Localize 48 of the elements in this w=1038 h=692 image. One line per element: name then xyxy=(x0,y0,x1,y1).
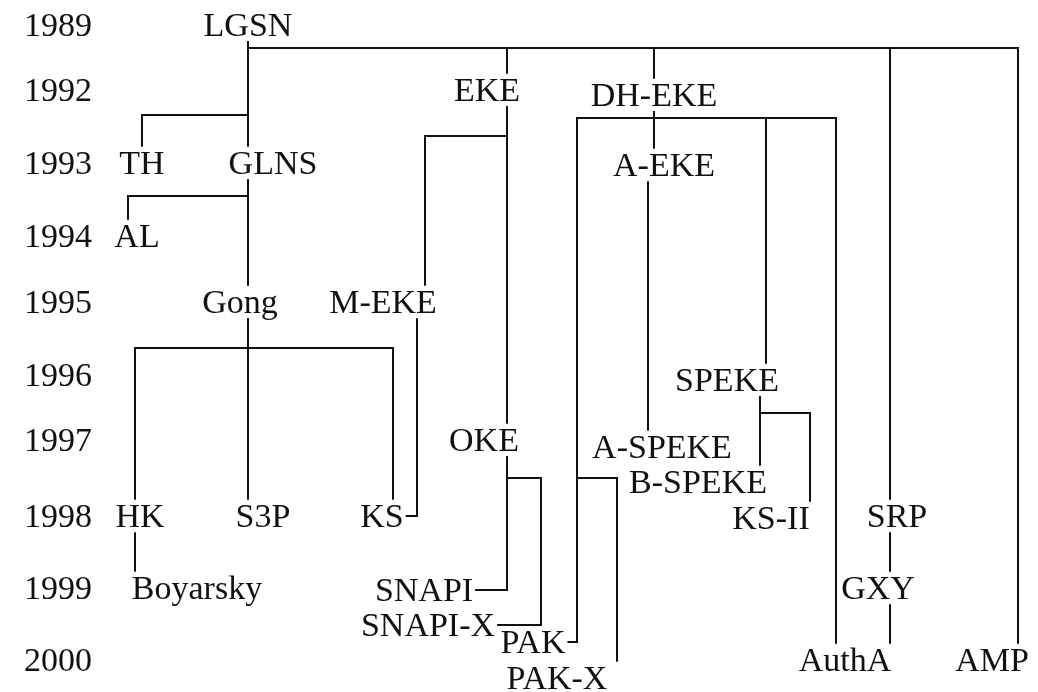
protocol-name: TH xyxy=(119,146,165,180)
lineage-line xyxy=(134,531,136,573)
protocol-name: HK xyxy=(115,499,165,533)
year-label: 1998 xyxy=(24,499,92,533)
protocol-name: Gong xyxy=(202,285,278,319)
year-label: 1999 xyxy=(24,571,92,605)
protocol-name: GLNS xyxy=(228,146,318,180)
year-label: 1996 xyxy=(24,358,92,392)
protocol-name: DH-EKE xyxy=(590,78,718,112)
lineage-line xyxy=(247,317,394,501)
protocol-name: GXY xyxy=(841,571,915,605)
lineage-line xyxy=(404,317,418,517)
lineage-line xyxy=(653,110,837,645)
year-label: 1989 xyxy=(24,8,92,42)
lineage-line xyxy=(647,180,649,432)
protocol-name: LGSN xyxy=(203,8,293,42)
protocol-name: AL xyxy=(114,219,160,253)
protocol-name: SNAPI-X xyxy=(360,608,496,642)
protocol-name: A-EKE xyxy=(613,148,715,182)
lineage-line xyxy=(247,178,249,287)
protocol-name: AuthA xyxy=(798,643,892,677)
protocol-name: OKE xyxy=(449,423,519,457)
year-label: 1995 xyxy=(24,285,92,319)
lineage-line xyxy=(506,105,508,425)
protocol-name: EKE xyxy=(453,73,521,107)
year-label: 1993 xyxy=(24,146,92,180)
protocol-name: A-SPEKE xyxy=(592,430,732,464)
protocol-name: SNAPI xyxy=(374,573,474,607)
protocol-name: M-EKE xyxy=(329,285,437,319)
lineage-line xyxy=(759,395,811,503)
lineage-line xyxy=(889,603,891,645)
protocol-name: KS xyxy=(360,499,404,533)
year-label: 1992 xyxy=(24,73,92,107)
protocol-name: SRP xyxy=(866,499,928,533)
protocol-name: KS-II xyxy=(732,501,810,535)
protocol-name: PAK xyxy=(500,625,566,659)
year-label: 1994 xyxy=(24,219,92,253)
lineage-line xyxy=(247,40,1019,645)
protocol-name: PAK-X xyxy=(506,661,608,692)
protocol-name: AMP xyxy=(955,643,1029,677)
lineage-line xyxy=(496,455,542,626)
protocol-name: B-SPEKE xyxy=(629,465,767,499)
protocol-name: Boyarsky xyxy=(131,571,263,605)
protocol-name: SPEKE xyxy=(675,363,779,397)
protocol-name: S3P xyxy=(235,499,291,533)
lineage-line xyxy=(889,531,891,573)
year-label: 1997 xyxy=(24,423,92,457)
year-label: 2000 xyxy=(24,643,92,677)
